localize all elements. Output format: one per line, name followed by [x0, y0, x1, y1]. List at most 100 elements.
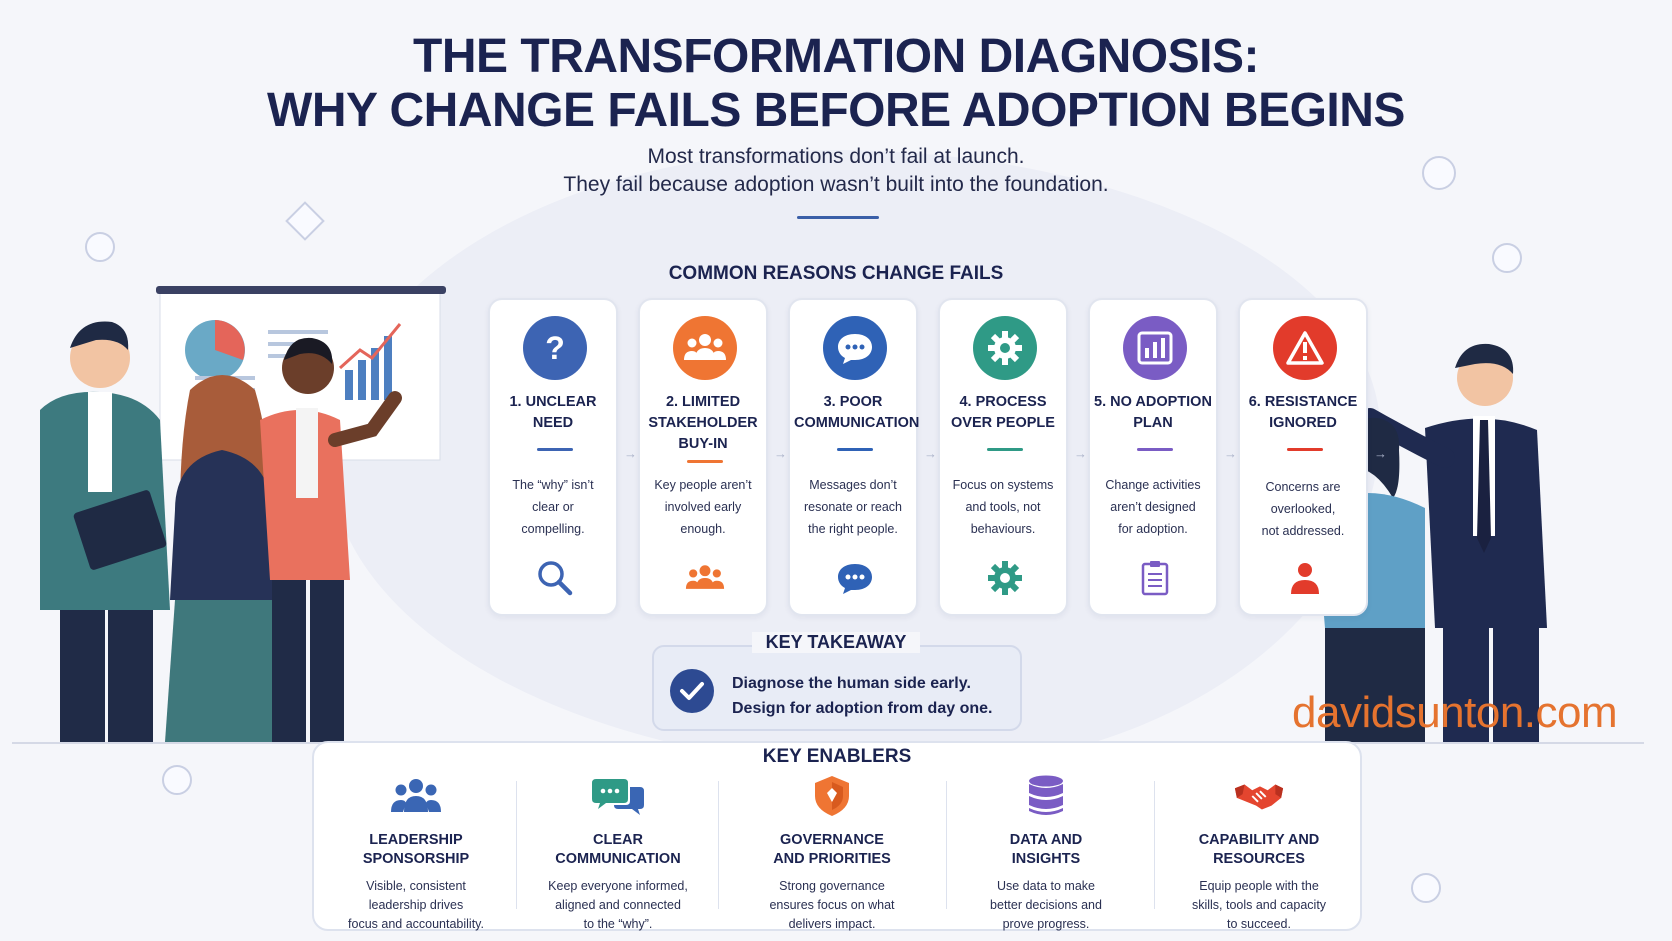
leaders-icon	[390, 773, 442, 819]
reason-title-line: STAKEHOLDER	[648, 415, 758, 431]
reasons-row: ? 1. UNCLEAR NEED The “why” isn’t clear …	[488, 298, 1387, 616]
reason-card-stakeholder-buy-in: 2. LIMITED STAKEHOLDER BUY-IN Key people…	[638, 298, 768, 616]
arrow-icon: →	[1374, 446, 1387, 461]
brand-watermark: davidsunton.com	[1292, 688, 1618, 737]
enabler-title-line: CAPABILITY AND	[1198, 832, 1320, 848]
enabler-leadership-sponsorship: LEADERSHIP SPONSORSHIP Visible, consiste…	[316, 773, 516, 934]
reason-title-line: BUY-IN	[678, 436, 728, 452]
warning-icon	[1273, 316, 1337, 380]
reason-title-line: IGNORED	[1269, 415, 1337, 431]
question-icon: ?	[523, 316, 587, 380]
enabler-title-line: COMMUNICATION	[555, 851, 681, 867]
database-icon	[1020, 773, 1072, 819]
decorative-circle	[1411, 873, 1441, 903]
enabler-desc-line: prove progress.	[1002, 917, 1090, 931]
enabler-description: Strong governance ensures focus on what …	[732, 877, 932, 934]
title-line: WHY CHANGE FAILS BEFORE ADOPTION BEGINS	[267, 84, 1405, 137]
enabler-description: Equip people with the skills, tools and …	[1159, 877, 1359, 934]
reason-rule	[837, 448, 873, 451]
person-icon	[1291, 563, 1319, 594]
reason-description: Change activities aren’t designed for ad…	[1098, 474, 1208, 540]
key-takeaway-box: Diagnose the human side early. Design fo…	[652, 645, 1022, 731]
reason-card-unclear-need: ? 1. UNCLEAR NEED The “why” isn’t clear …	[488, 298, 618, 616]
reason-rule	[687, 460, 723, 463]
reason-desc-line: for adoption.	[1118, 522, 1188, 536]
reason-desc-line: and tools, not	[965, 500, 1041, 514]
group-icon	[673, 316, 737, 380]
reason-title: 1. UNCLEAR NEED	[494, 392, 612, 434]
enabler-governance-priorities: GOVERNANCE AND PRIORITIES Strong governa…	[732, 773, 932, 934]
takeaway-line: Design for adoption from day one.	[732, 700, 993, 717]
arrow-icon: →	[1074, 446, 1087, 461]
reason-description: Key people aren’t involved early enough.	[648, 474, 758, 540]
reasons-heading: COMMON REASONS CHANGE FAILS	[668, 263, 1004, 284]
reason-title-line: NEED	[532, 415, 574, 431]
reason-description: Messages don’t resonate or reach the rig…	[798, 474, 908, 540]
enabler-title-line: GOVERNANCE	[780, 832, 884, 848]
takeaway-heading: KEY TAKEAWAY	[752, 632, 920, 653]
clipboard-icon	[1141, 561, 1169, 596]
reason-card-no-adoption-plan: 5. NO ADOPTION PLAN Change activities ar…	[1088, 298, 1218, 616]
enabler-desc-line: aligned and connected	[555, 898, 681, 912]
enabler-desc-line: skills, tools and capacity	[1191, 898, 1327, 912]
reason-desc-line: resonate or reach	[804, 500, 902, 514]
reason-rule	[1287, 448, 1323, 451]
enabler-title: CLEAR COMMUNICATION	[518, 831, 718, 869]
arrow-icon: →	[774, 446, 787, 461]
enabler-title-line: CLEAR	[593, 832, 643, 848]
reason-title: 6. RESISTANCE IGNORED	[1244, 392, 1362, 434]
reason-desc-line: Messages don’t	[809, 478, 897, 492]
reason-description: Concerns are overlooked, not addressed.	[1248, 476, 1358, 542]
enabler-description: Use data to make better decisions and pr…	[946, 877, 1146, 934]
chart-icon	[1123, 316, 1187, 380]
reason-card-poor-communication: 3. POOR COMMUNICATION Messages don’t res…	[788, 298, 919, 616]
decorative-circle	[85, 232, 115, 262]
subtitle-line: Most transformations don’t fail at launc…	[647, 145, 1025, 168]
enabler-desc-line: Strong governance	[779, 879, 885, 893]
enabler-divider	[1154, 781, 1155, 909]
enabler-desc-line: to succeed.	[1227, 917, 1291, 931]
gear-icon	[973, 316, 1037, 380]
enabler-desc-line: Use data to make	[997, 879, 1095, 893]
reason-desc-line: not addressed.	[1261, 524, 1345, 538]
enabler-divider	[516, 781, 517, 909]
enablers-heading: KEY ENABLERS	[762, 746, 912, 767]
reason-title-line: 6. RESISTANCE	[1248, 394, 1358, 410]
enabler-clear-communication: CLEAR COMMUNICATION Keep everyone inform…	[518, 773, 718, 934]
arrow-icon: →	[1224, 446, 1237, 461]
reason-desc-line: Key people aren’t	[654, 478, 752, 492]
enabler-description: Keep everyone informed, aligned and conn…	[518, 877, 718, 934]
enabler-divider	[718, 781, 719, 909]
enabler-description: Visible, consistent leadership drives fo…	[316, 877, 516, 934]
reason-title-line: 4. PROCESS	[959, 394, 1047, 410]
reason-rule	[1137, 448, 1173, 451]
reason-card-process-over-people: 4. PROCESS OVER PEOPLE Focus on systems …	[938, 298, 1068, 616]
page-title: THE TRANSFORMATION DIAGNOSIS: WHY CHANGE…	[0, 30, 1672, 138]
title-divider	[797, 216, 879, 219]
enabler-desc-line: leadership drives	[368, 898, 464, 912]
reason-card-resistance-ignored: 6. RESISTANCE IGNORED Concerns are overl…	[1238, 298, 1368, 616]
reason-title-line: 3. POOR	[823, 394, 883, 410]
reason-desc-line: enough.	[680, 522, 726, 536]
svg-text:?: ?	[545, 330, 565, 366]
reason-desc-line: Change activities	[1105, 478, 1201, 492]
enabler-data-insights: DATA AND INSIGHTS Use data to make bette…	[946, 773, 1146, 934]
reason-desc-line: the right people.	[808, 522, 898, 536]
decorative-diamond	[285, 201, 325, 241]
chat-icon	[838, 564, 872, 594]
title-line: THE TRANSFORMATION DIAGNOSIS:	[413, 30, 1259, 83]
arrow-icon: →	[924, 446, 937, 461]
chat-icon	[823, 316, 887, 380]
enabler-desc-line: delivers impact.	[788, 917, 876, 931]
team-at-board-illustration	[40, 286, 446, 742]
reason-title-line: PLAN	[1133, 415, 1173, 431]
gear-icon	[988, 561, 1022, 595]
key-enablers-panel: KEY ENABLERS LEADERSHIP SPONSORSHIP Visi…	[312, 741, 1362, 931]
enabler-desc-line: better decisions and	[990, 898, 1102, 912]
reason-title-line: OVER PEOPLE	[951, 415, 1055, 431]
reason-desc-line: overlooked,	[1270, 502, 1336, 516]
reason-desc-line: The “why” isn’t	[512, 478, 594, 492]
group-icon	[685, 565, 725, 589]
subtitle-line: They fail because adoption wasn’t built …	[563, 173, 1109, 196]
enabler-title-line: DATA AND	[1009, 832, 1083, 848]
